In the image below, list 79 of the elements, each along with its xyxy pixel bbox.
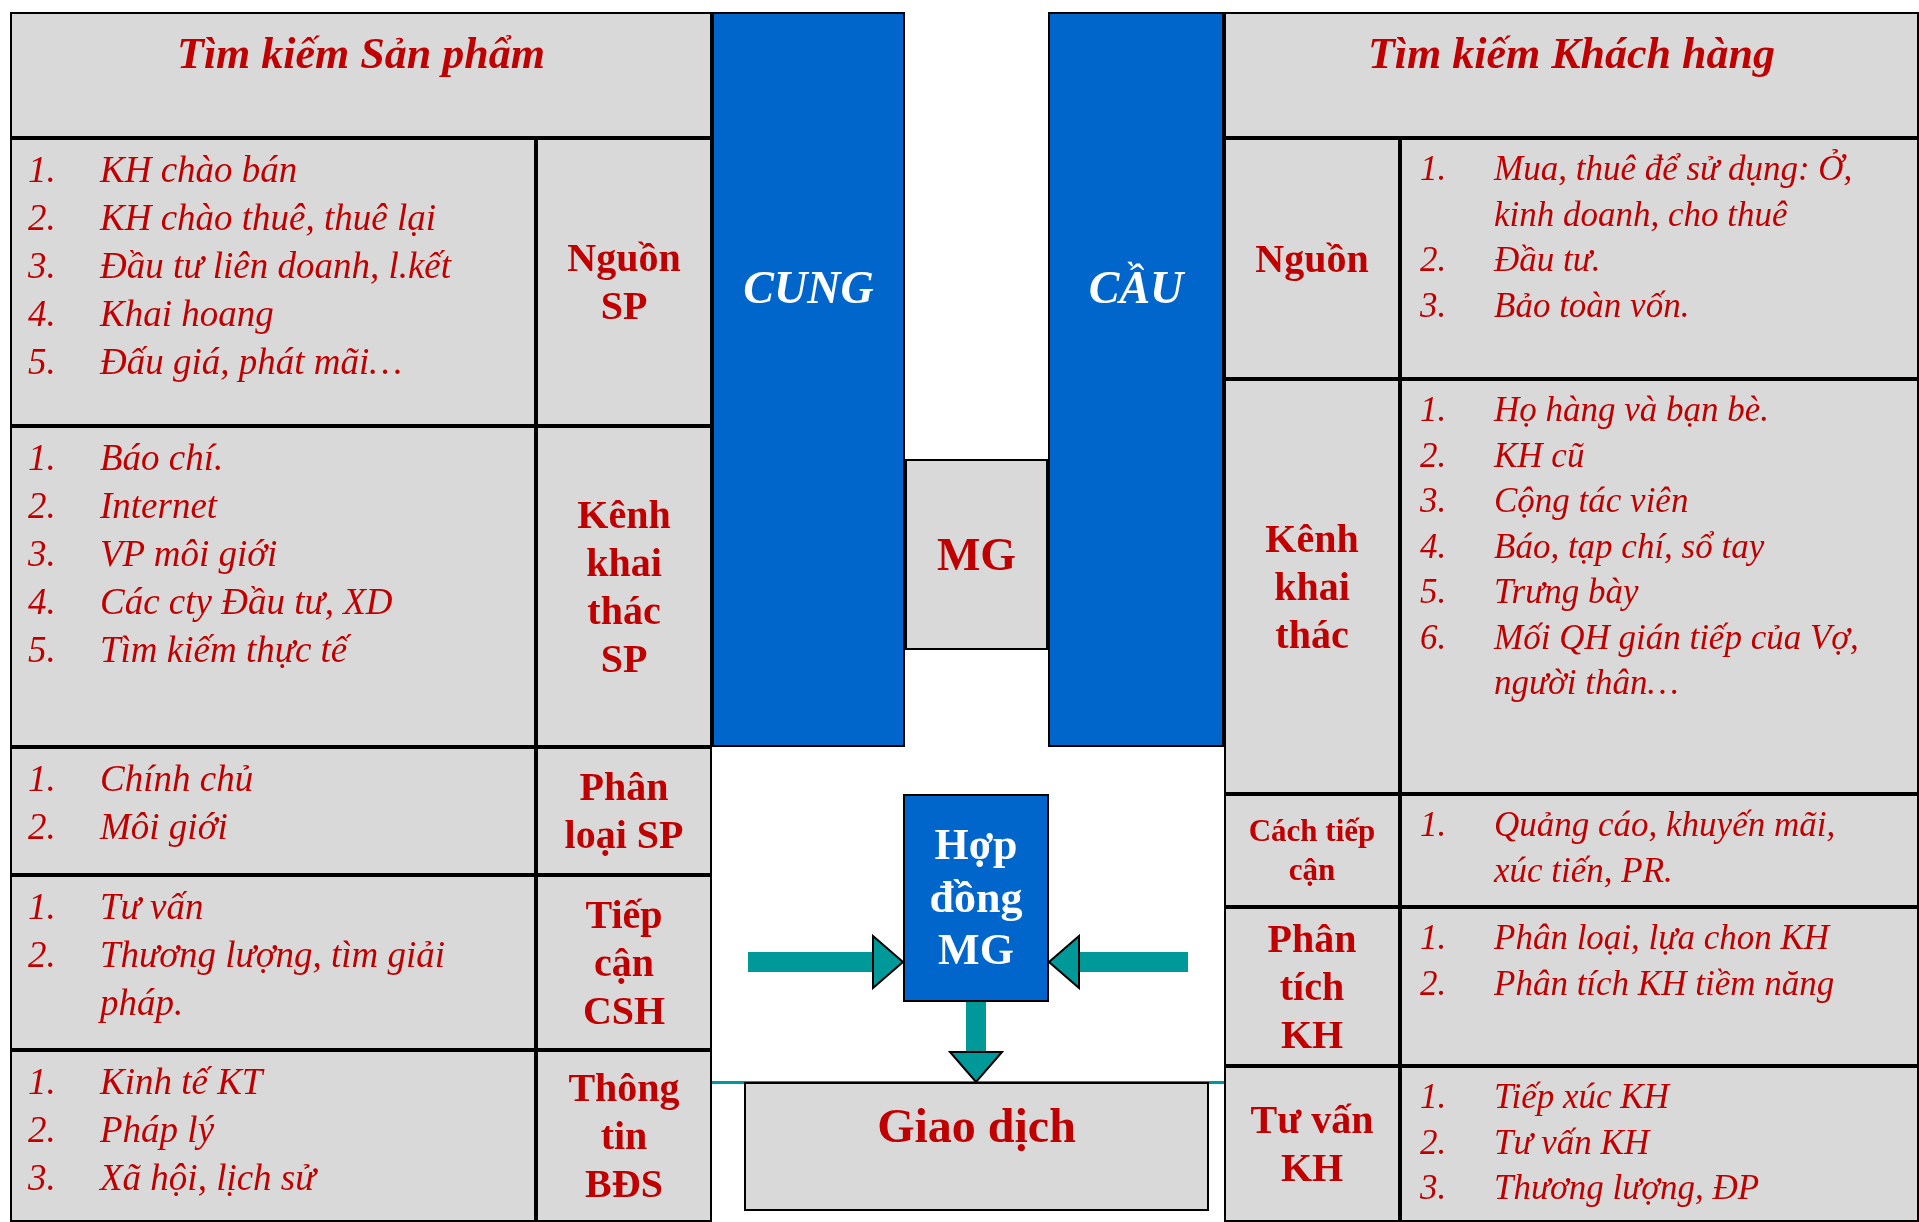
category-label: Tiếp cận CSH xyxy=(581,890,667,1035)
list-cell xyxy=(1400,138,1919,379)
list-item: 1. Tiếp xúc KH xyxy=(1420,1076,1672,1118)
category-label: Phân loại SP xyxy=(563,763,685,859)
category-cell xyxy=(1224,1066,1400,1222)
category-cell xyxy=(1224,794,1400,907)
section-title: Tìm kiếm Sản phẩm xyxy=(177,28,545,80)
category-label: Nguồn xyxy=(1254,234,1370,283)
list-cell xyxy=(1400,907,1919,1066)
list-item: 1. Quảng cáo, khuyến mãi, xúc tiến, PR. xyxy=(1420,804,1837,892)
box-label: Giao dịch xyxy=(877,1098,1076,1154)
list-item: 3. Bảo toàn vốn. xyxy=(1420,284,1691,327)
list-item: 1. Chính chủ xyxy=(28,757,255,801)
list-cell xyxy=(10,138,536,426)
list-item: 2. Internet xyxy=(28,484,219,529)
category-cell xyxy=(536,426,712,747)
list-cell xyxy=(1400,379,1919,794)
category-cell xyxy=(536,1050,712,1222)
list-item: 2. Thương lượng, tìm giải pháp. xyxy=(28,933,447,1026)
transaction-box xyxy=(744,1082,1209,1211)
list-item: 1. Kinh tế KT xyxy=(28,1060,266,1104)
list-item: 1. Tư vấn xyxy=(28,885,205,929)
category-label: Phân tích KH xyxy=(1266,914,1358,1059)
list-item: 6. Mối QH gián tiếp của Vợ, người thân… xyxy=(1420,616,1860,704)
list-item: 2. Phân tích KH tiềm năng xyxy=(1420,962,1836,1005)
list-item: 4. Khai hoang xyxy=(28,292,275,337)
category-label: Tư vấn KH xyxy=(1249,1096,1375,1192)
list-item: 5. Tìm kiếm thực tế xyxy=(28,626,534,675)
list-item: 1. Mua, thuê để sử dụng: Ở, kinh doanh, cho thuê xyxy=(1420,148,1854,236)
category-label: Nguồn SP xyxy=(566,234,682,330)
category-cell xyxy=(536,747,712,875)
list-item: 1. KH chào bán xyxy=(28,148,299,192)
category-cell xyxy=(1224,138,1400,379)
list-cell xyxy=(1400,794,1919,907)
list-item: 3. Xã hội, lịch sử xyxy=(28,1156,319,1201)
box-label: Hợp đồng MG xyxy=(928,818,1024,977)
category-label: Kênh khai thác xyxy=(1264,514,1360,659)
category-cell xyxy=(536,138,712,426)
list-item: 1. Họ hàng và bạn bè. xyxy=(1420,389,1771,431)
list-item: 2. Đầu tư. xyxy=(1420,239,1602,281)
list-cell xyxy=(10,426,536,747)
block-arrow xyxy=(949,1002,1003,1083)
broker-box xyxy=(905,459,1048,650)
block-arrow xyxy=(1048,935,1188,989)
category-cell xyxy=(536,875,712,1050)
list-item: 2. Pháp lý xyxy=(28,1108,216,1153)
list-item: 5. Đấu giá, phát mãi… xyxy=(28,340,404,385)
category-cell xyxy=(1224,907,1400,1066)
list-item: 3. Đầu tư liên doanh, l.kết xyxy=(28,244,453,289)
pillar-label: CẦU xyxy=(1088,260,1184,315)
list-item: 2. Môi giới xyxy=(28,805,229,850)
pillar-label: CUNG xyxy=(743,261,874,315)
list-item: 2. KH chào thuê, thuê lại xyxy=(28,196,438,241)
block-arrow xyxy=(748,935,904,989)
list-item: 4. Báo, tạp chí, sổ tay xyxy=(1420,525,1766,568)
list-item: 3. Cộng tác viên xyxy=(1420,480,1690,522)
header-cell xyxy=(10,12,712,138)
box-label: MG xyxy=(936,527,1017,582)
list-item: 2. KH cũ xyxy=(1420,434,1586,477)
category-cell xyxy=(1224,379,1400,794)
list-item: 1. Báo chí. xyxy=(28,436,225,480)
list-cell xyxy=(10,1050,536,1222)
category-label: Cách tiếp cận xyxy=(1247,811,1377,889)
list-item: 1. Phân loại, lựa chon KH xyxy=(1420,917,1832,959)
category-label: Kênh khai thác SP xyxy=(576,490,672,683)
list-item: 2. Tư vấn KH xyxy=(1420,1121,1652,1164)
list-item: 4. Các cty Đầu tư, XD xyxy=(28,580,394,625)
section-title: Tìm kiếm Khách hàng xyxy=(1367,28,1776,80)
list-cell xyxy=(10,747,536,875)
list-item: 3. VP môi giới xyxy=(28,532,279,577)
header-cell xyxy=(1224,12,1919,138)
category-label: Thông tin BĐS xyxy=(567,1064,681,1208)
contract-box xyxy=(903,794,1049,1002)
pillar-box xyxy=(712,12,905,747)
list-item: 5. Trưng bày xyxy=(1420,571,1640,613)
list-item: 3. Thương lượng, ĐP xyxy=(1420,1167,1761,1209)
list-cell xyxy=(1400,1066,1919,1222)
pillar-box xyxy=(1048,12,1224,747)
list-cell xyxy=(10,875,536,1050)
